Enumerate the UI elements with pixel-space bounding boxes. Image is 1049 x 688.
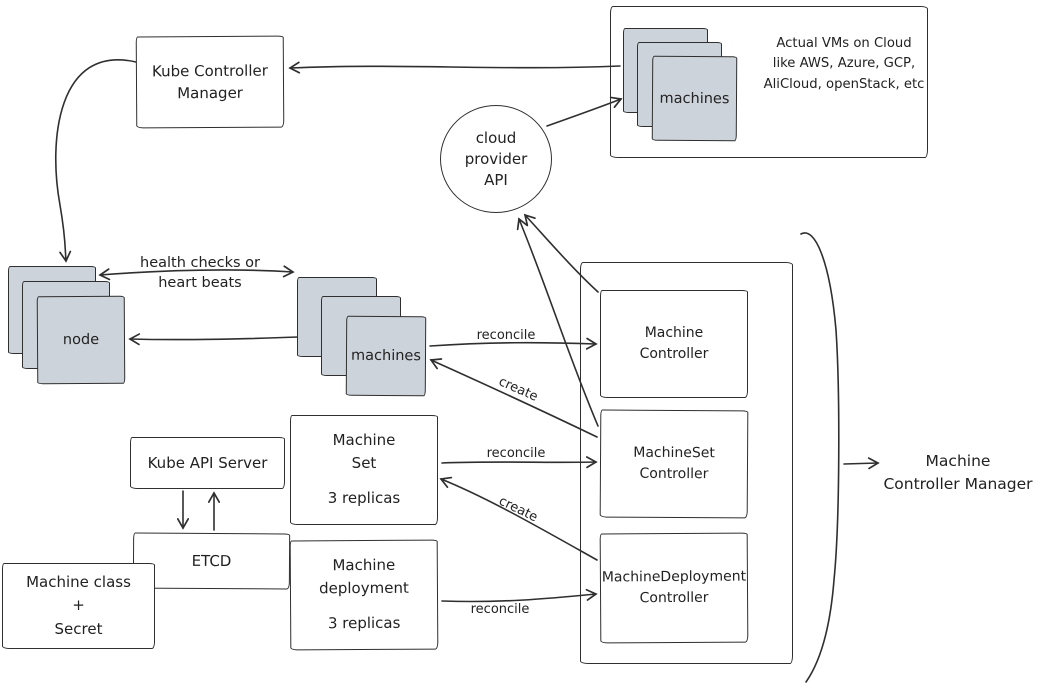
edge-brace-to-mcm-label — [843, 457, 880, 470]
machine-controller-label: Machine Controller — [639, 325, 709, 362]
edge-node-machines-health-checks — [98, 265, 295, 281]
reconcile-machineset-label: reconcile — [486, 446, 546, 461]
machinedeployment-controller-box: MachineDeployment Controller — [599, 532, 749, 644]
machine-set-name-line-1: Machine — [332, 431, 396, 449]
edge-machineset-controller-create-machines — [429, 358, 598, 438]
kube-api-server-label: Kube API Server — [147, 453, 268, 472]
machineset-controller-label: MachineSet Controller — [633, 444, 715, 483]
kube-api-server-box: Kube API Server — [130, 437, 285, 489]
cloud-vms-note-line-1: Actual VMs on Cloud — [776, 36, 912, 51]
brace-machine-controller-manager — [800, 232, 840, 683]
machine-class-secret-box: Machine class + Secret — [2, 563, 155, 649]
machine-deployment-name-line-2: deployment — [319, 578, 409, 597]
machine-set-replicas: 3 replicas — [327, 488, 401, 507]
node-label: node — [62, 331, 100, 349]
edge-machine-controller-to-cloud-api — [523, 213, 599, 293]
machine-deployment-box: Machine deployment 3 replicas — [289, 539, 439, 651]
machine-controller-manager-label: Machine Controller Manager — [868, 450, 1048, 497]
mcm-label-line-2: Controller Manager — [883, 475, 1033, 494]
etcd-box: ETCD — [132, 532, 291, 590]
machine-controller-box: Machine Controller — [600, 290, 748, 398]
node-square-front: node — [36, 295, 126, 385]
health-checks-line-2: heart beats — [158, 274, 242, 291]
edge-machineset-reconcile-machineset-controller — [441, 456, 598, 469]
reconcile-machinedeployment-label: reconcile — [470, 602, 530, 617]
edge-machineset-controller-to-cloud-api — [516, 217, 599, 427]
edge-cloud-api-to-cloud-machines — [546, 96, 623, 127]
machine-deployment-replicas: 3 replicas — [327, 613, 401, 632]
cloud-vms-note-line-3: AliCloud, openStack, etc — [763, 76, 925, 92]
edge-machines-reconcile-machine-controller — [429, 337, 598, 350]
machine-deployment-name-line-1: Machine — [332, 555, 396, 575]
machine-set-box: Machine Set 3 replicas — [290, 415, 438, 525]
cloud-vms-note-line-2: like AWS, Azure, GCP, — [772, 56, 916, 72]
cloud-vms-note: Actual VMs on Cloud like AWS, Azure, GCP… — [762, 34, 926, 95]
mcm-label-line-1: Machine — [925, 452, 991, 470]
etcd-label: ETCD — [191, 551, 232, 570]
machinedeployment-controller-label: MachineDeployment Controller — [601, 568, 747, 607]
edge-machinedeployment-controller-create-machineset — [439, 476, 598, 561]
cloud-provider-api-label: cloud provider API — [464, 128, 528, 189]
cloud-machines-square-front: machines — [651, 55, 738, 142]
health-checks-line-1: health checks or — [140, 255, 260, 271]
edge-cloud-machines-to-kube-controller-manager — [288, 61, 621, 74]
cloud-machines-label: machines — [659, 90, 730, 107]
kube-controller-manager-label: Kube Controller Manager — [151, 61, 268, 103]
machine-controller-manager-container — [580, 262, 793, 664]
reconcile-machines-label: reconcile — [476, 328, 536, 343]
cloud-vms-box — [610, 6, 928, 158]
machine-class-line-2: + — [72, 596, 85, 615]
edge-kube-controller-manager-to-node — [55, 59, 137, 263]
machines-square-front: machines — [345, 315, 427, 397]
machine-set-name-line-2: Set — [351, 453, 377, 472]
cloud-provider-api-circle: cloud provider API — [440, 105, 552, 213]
machine-class-line-3: Secret — [54, 619, 103, 638]
machine-class-line-1: Machine class — [26, 573, 131, 592]
machineset-controller-box: MachineSet Controller — [599, 409, 749, 519]
kube-controller-manager-box: Kube Controller Manager — [135, 35, 285, 129]
edge-machinedeployment-reconcile-controller — [441, 588, 598, 603]
health-checks-label: health checks or heart beats — [118, 254, 282, 293]
machines-label: machines — [351, 347, 421, 365]
